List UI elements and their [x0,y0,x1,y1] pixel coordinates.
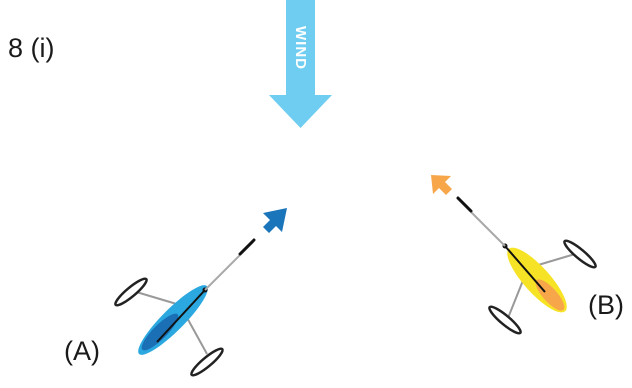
boat-a-boom [156,289,206,343]
boat-a-float-left [114,277,148,307]
boat-b-hull-shade [535,279,565,311]
boat-b-kite [456,196,473,213]
wind-arrow-shape [269,0,332,128]
boat-b-float-left [488,305,522,335]
boat-a-kite [238,238,256,256]
boat-a-heading-arrow [263,208,287,233]
boat-a-label: (A) [64,336,100,366]
boat-a-aka-left [132,290,181,306]
boat-b-heading-arrow [431,175,452,195]
boat-a-hull-shade [141,313,179,351]
boat-a [114,208,287,377]
boat-b [431,175,597,335]
boat-b-boom [504,245,546,293]
boat-b-label: (B) [588,290,624,320]
boat-b-float-right [563,239,597,269]
boat-a-float-right [190,347,224,377]
wind-arrow: WIND [269,0,332,128]
figure-number-label: 8 (i) [8,33,55,63]
wind-label: WIND [292,26,309,70]
